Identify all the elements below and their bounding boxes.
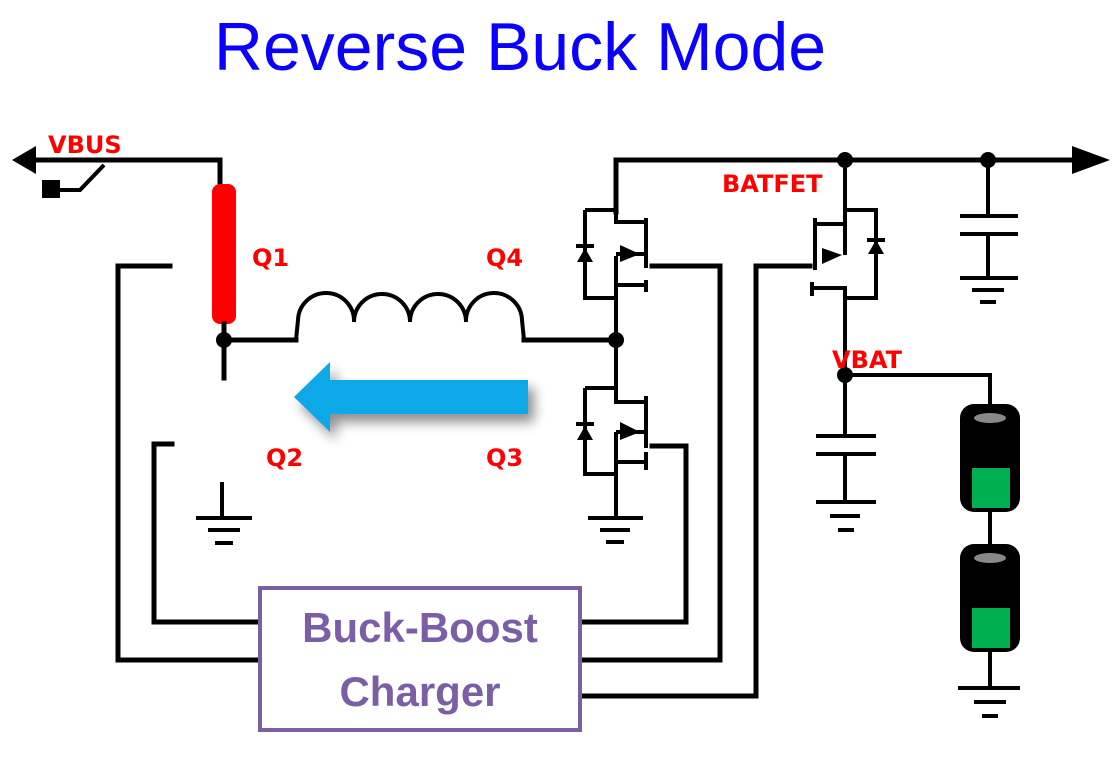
controller-label-line2: Charger [339,668,500,715]
batfet [577,152,885,699]
mosfet-q3 [576,340,689,625]
current-flow-arrow-icon [294,362,528,432]
switch-q1 [212,184,236,324]
label-batfet: BATFET [722,170,823,198]
label-q2: Q2 [266,444,303,472]
controller-label-line1: Buck-Boost [302,604,538,651]
usb-plug-icon [42,180,60,198]
battery-charge-level [972,608,1010,648]
system-output [842,146,1110,304]
battery-charge-level [972,468,1010,508]
battery-cell-2 [960,544,1020,652]
vbat-node [816,367,992,532]
label-q4: Q4 [486,244,523,272]
buck-boost-charger-block: Buck-Boost Charger [258,586,582,732]
mosfet-q4 [576,157,1013,663]
diagram-title: Reverse Buck Mode [214,9,826,85]
label-vbat: VBAT [832,346,903,374]
ground-symbol-q3 [588,516,643,544]
vbus-rail [12,146,223,198]
sys-output-arrow-icon [1072,146,1110,174]
ground-symbol-battery [958,652,1020,718]
label-vbus: VBUS [48,131,122,159]
inductor [294,291,526,341]
label-q1: Q1 [252,244,289,272]
battery-cell-1 [960,404,1020,512]
ground-symbol-q2 [196,482,252,545]
label-q3: Q3 [486,444,523,472]
vbus-arrow-icon [12,146,36,174]
